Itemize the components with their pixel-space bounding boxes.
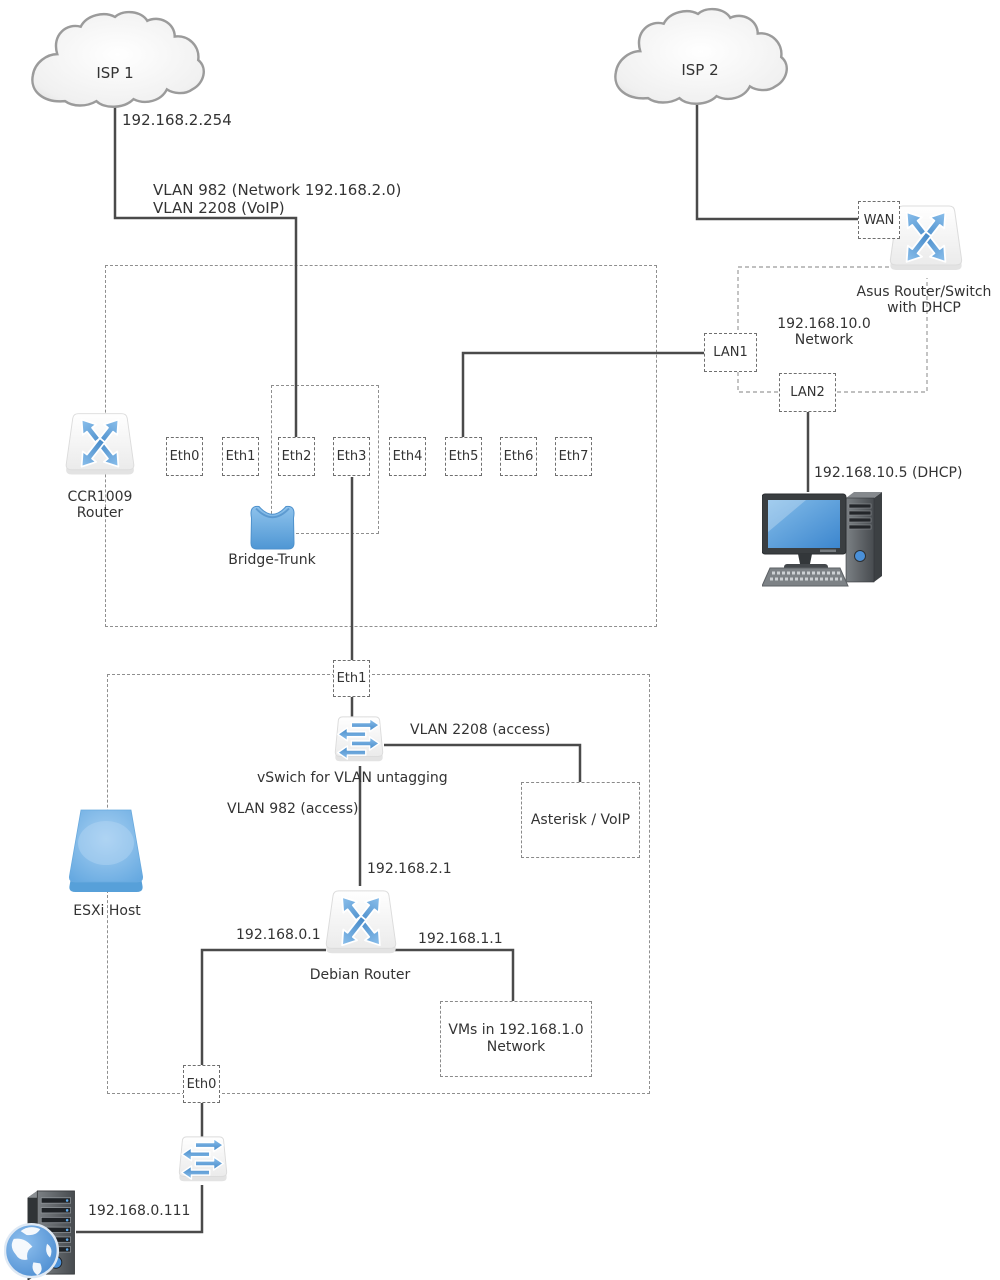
ccr-port-eth4[interactable]: Eth4: [389, 437, 426, 476]
vswitch-icon[interactable]: [331, 712, 387, 770]
access-switch-icon[interactable]: [176, 1131, 230, 1191]
debian-router-icon[interactable]: [322, 883, 400, 965]
vlan2208-access-label: VLAN 2208 (access): [410, 722, 551, 738]
ccr-port-eth1[interactable]: Eth1: [222, 437, 259, 476]
esxi-host-icon[interactable]: [64, 806, 148, 900]
ccr-port-eth5[interactable]: Eth5: [445, 437, 482, 476]
isp1-gateway-ip-label: 192.168.2.254: [122, 111, 232, 129]
ccr-router-label: CCR1009 Router: [67, 489, 133, 521]
vswitch-label: vSwich for VLAN untagging: [257, 770, 448, 786]
isp1-cloud-icon[interactable]: [22, 6, 208, 114]
asterisk-voip-box[interactable]: Asterisk / VoIP: [521, 782, 640, 858]
bridge-trunk-icon[interactable]: [248, 500, 297, 551]
server-ip-label: 192.168.0.111: [88, 1203, 191, 1219]
asus-router-label: Asus Router/Switch with DHCP: [856, 284, 992, 316]
vlan982-access-label: VLAN 982 (access): [227, 801, 359, 817]
ccr-port-eth0[interactable]: Eth0: [166, 437, 203, 476]
asus-port-lan2[interactable]: LAN2: [779, 373, 836, 412]
esxi-host-label: ESXi Host: [73, 903, 141, 919]
vlan-trunk-label-line2: VLAN 2208 (VoIP): [153, 199, 285, 217]
bridge-trunk-region-box: [271, 385, 379, 534]
asus-port-lan1[interactable]: LAN1: [704, 333, 757, 372]
asus-network-label: 192.168.10.0 Network: [777, 316, 871, 348]
bridge-trunk-label: Bridge-Trunk: [228, 552, 316, 568]
debian-wan-ip-label: 192.168.2.1: [367, 861, 452, 877]
vlan-trunk-label-line1: VLAN 982 (Network 192.168.2.0): [153, 181, 402, 199]
vms-network-box[interactable]: VMs in 192.168.1.0 Network: [440, 1001, 592, 1077]
ccr-port-eth2[interactable]: Eth2: [278, 437, 315, 476]
ccr-port-eth6[interactable]: Eth6: [500, 437, 537, 476]
desktop-computer-icon[interactable]: [762, 484, 886, 588]
debian-router-label: Debian Router: [309, 967, 411, 983]
ccr-port-eth3[interactable]: Eth3: [333, 437, 370, 476]
esxi-port-eth0[interactable]: Eth0: [183, 1065, 220, 1103]
asus-port-wan[interactable]: WAN: [858, 201, 900, 239]
ccr-port-eth7[interactable]: Eth7: [555, 437, 592, 476]
desktop-ip-label: 192.168.10.5 (DHCP): [814, 465, 963, 481]
isp2-cloud-icon[interactable]: [605, 4, 791, 110]
esxi-port-eth1[interactable]: Eth1: [333, 660, 370, 697]
isp2-label: ISP 2: [681, 61, 719, 79]
isp1-label: ISP 1: [96, 64, 134, 82]
debian-net1-ip-label: 192.168.1.1: [418, 931, 503, 947]
server-icon[interactable]: [4, 1188, 98, 1280]
debian-net0-ip-label: 192.168.0.1: [236, 927, 321, 943]
ccr1009-router-icon[interactable]: [62, 404, 138, 488]
